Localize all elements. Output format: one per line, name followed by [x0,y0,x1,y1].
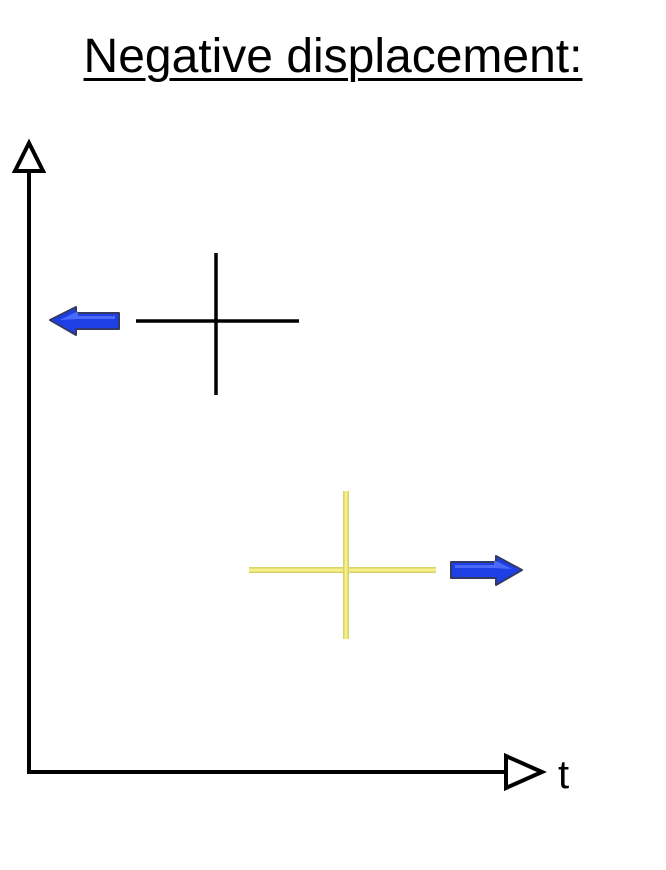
left-arrow-icon [49,306,120,336]
y-axis [11,138,47,772]
final-position-marker [249,491,436,639]
x-axis-arrowhead [504,752,547,792]
y-axis-arrowhead [11,138,47,173]
x-axis-label: t [558,753,569,797]
initial-position-marker [136,253,299,395]
diagram-title: Negative displacement: [83,30,583,83]
x-axis: t [27,752,569,797]
right-arrow-icon [450,555,523,586]
